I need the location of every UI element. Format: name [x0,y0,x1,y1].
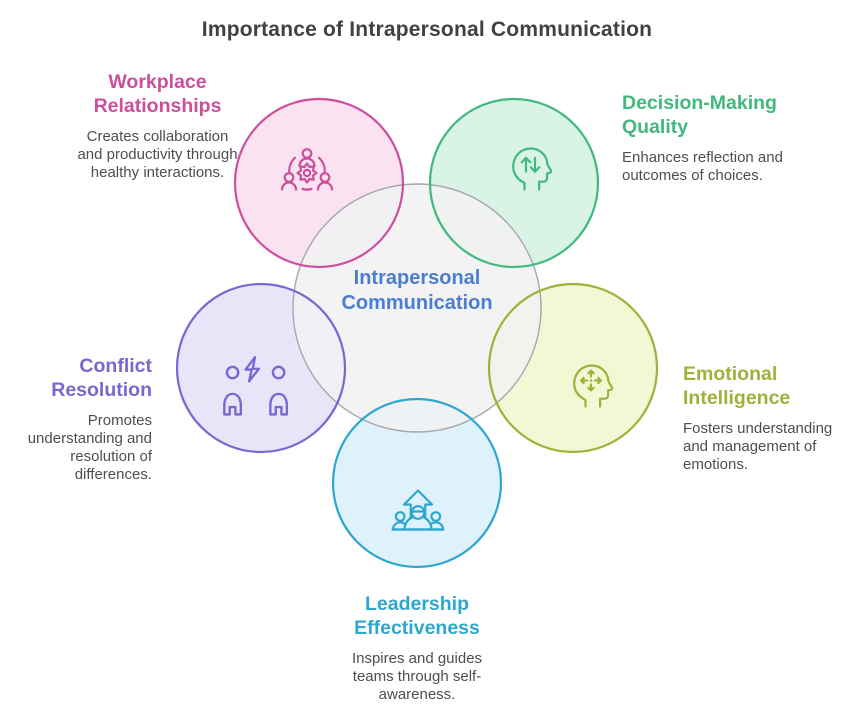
decision-circle-outline [428,97,600,269]
title-line: Emotional [683,363,778,385]
title-line: Intelligence [683,387,791,409]
section-title: Conflict Resolution [8,354,152,402]
section-description: Promotes understanding and resolution of… [8,412,152,484]
description-line: Promotes [87,412,152,429]
section-description: Creates collaboration and productivity t… [40,128,275,182]
conflict-circle-outline [175,282,347,454]
description-line: understanding and [27,430,152,447]
title-line: Workplace [108,71,207,93]
team-gear-icon [280,148,334,191]
title-line: Quality [622,116,689,138]
center-label-line2: Communication [341,292,493,314]
section-emotional-intelligence: Emotional Intelligence Fosters understan… [683,362,854,474]
workplace-circle-outline [233,97,405,269]
description-line: awareness. [378,686,456,703]
section-title: Workplace Relationships [40,70,275,118]
section-description: Inspires and guides teams through self- … [327,650,507,704]
center-circle [293,184,541,432]
head-direction-arrows-icon [573,364,614,408]
description-line: Fosters understanding [683,420,833,437]
center-label-line1: Intrapersonal [353,267,481,289]
description-line: and productivity through [77,146,238,163]
title-line: Resolution [51,379,152,401]
title-line: Leadership [364,593,470,615]
leadership-circle-outline [331,397,503,569]
description-line: emotions. [683,456,749,473]
section-conflict-resolution: Conflict Resolution Promotes understandi… [8,354,152,484]
title-line: Conflict [79,355,152,377]
section-title: Decision-Making Quality [622,91,827,139]
description-line: Inspires and guides [351,650,483,667]
section-description: Fosters understanding and management of … [683,420,854,474]
emotional-circle-outline [487,282,659,454]
description-line: Enhances reflection and [622,149,783,166]
head-arrows-up-down-icon [512,147,553,191]
section-decision-making-quality: Decision-Making Quality Enhances reflect… [622,91,827,185]
description-line: teams through self- [352,668,482,685]
leadership-circle-fill [333,399,501,567]
page-title: Importance of Intrapersonal Communicatio… [201,18,653,41]
description-line: Creates collaboration [86,128,229,145]
description-line: healthy interactions. [90,164,225,181]
section-title: Emotional Intelligence [683,362,854,410]
description-line: resolution of [70,448,152,465]
description-line: outcomes of choices. [622,167,763,184]
section-description: Enhances reflection and outcomes of choi… [622,149,827,185]
title-line: Decision-Making [622,92,777,114]
section-workplace-relationships: Workplace Relationships Creates collabor… [40,70,275,182]
description-line: and management of [683,438,817,455]
section-title: Leadership Effectiveness [327,592,507,640]
center-label: Intrapersonal Communication [307,266,527,316]
people-lightning-icon [223,356,289,416]
center-circle-outline [292,183,542,433]
section-leadership-effectiveness: Leadership Effectiveness Inspires and gu… [327,592,507,704]
team-growth-arrow-icon [391,489,445,531]
title-line: Effectiveness [354,617,480,639]
description-line: differences. [74,466,152,483]
title-line: Relationships [93,95,222,117]
